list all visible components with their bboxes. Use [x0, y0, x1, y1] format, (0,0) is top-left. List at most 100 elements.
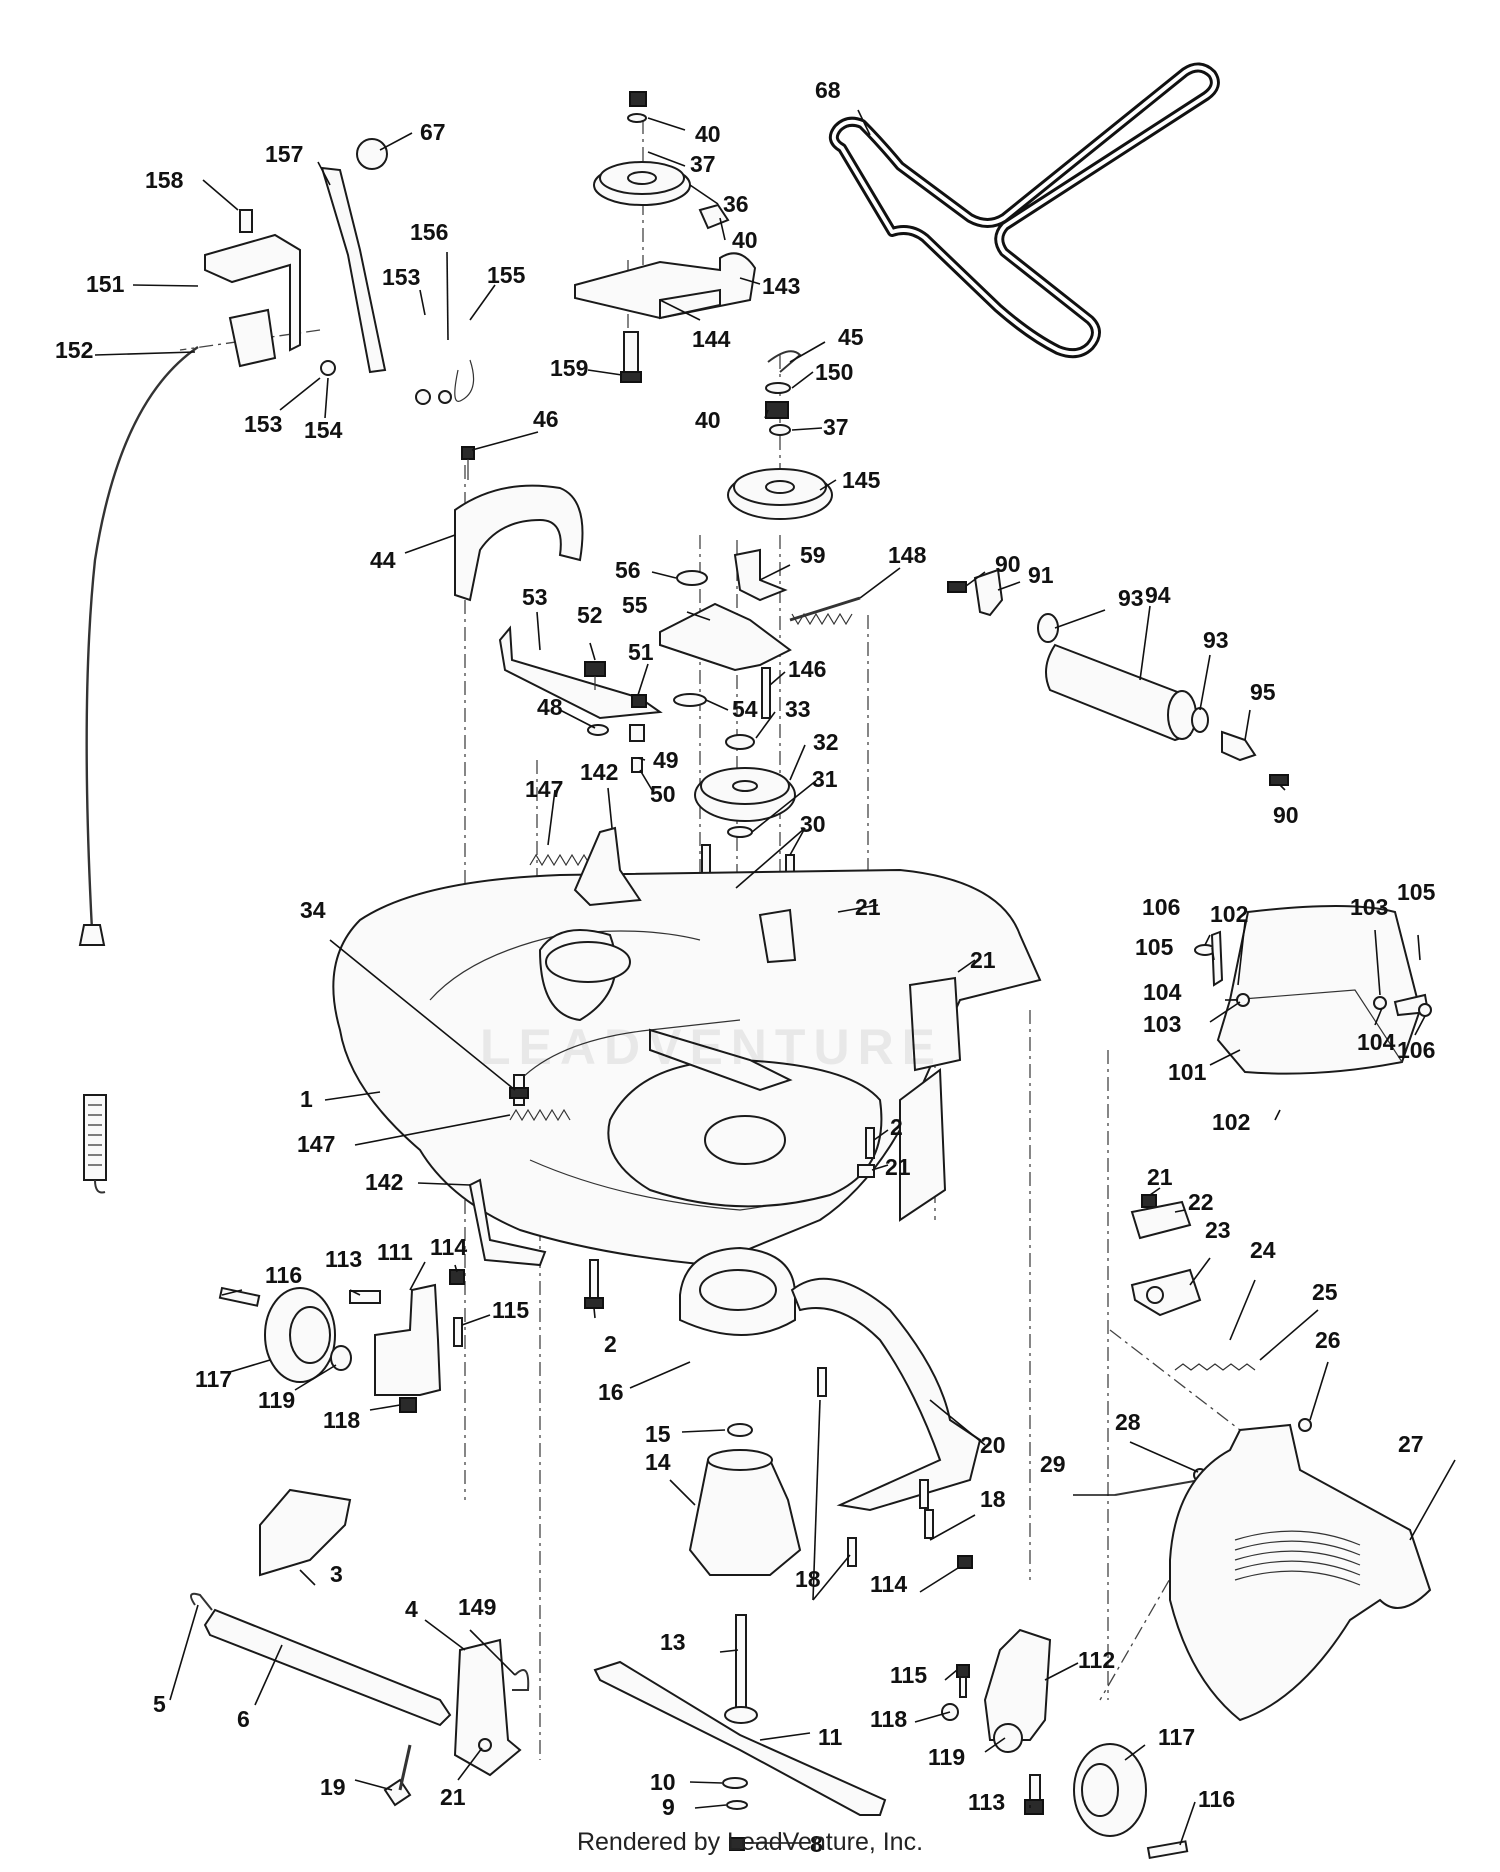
label-114-b: 114 — [870, 1571, 907, 1597]
label-34: 34 — [300, 897, 326, 923]
chute-deflector — [1114, 1194, 1432, 1722]
label-50: 50 — [650, 781, 676, 807]
label-14: 14 — [645, 1449, 671, 1475]
label-9: 9 — [662, 1794, 675, 1820]
label-48: 48 — [537, 694, 563, 720]
label-91: 91 — [1028, 562, 1054, 588]
label-18: 18 — [980, 1486, 1006, 1512]
label-112: 112 — [1078, 1647, 1115, 1673]
label-103: 103 — [1350, 894, 1388, 920]
label-118: 118 — [323, 1407, 360, 1433]
label-115: 115 — [492, 1297, 529, 1323]
label-90-b: 90 — [1273, 802, 1299, 828]
upper-idler-assembly — [574, 91, 757, 383]
label-31: 31 — [812, 766, 838, 792]
label-29: 29 — [1040, 1451, 1066, 1477]
label-147: 147 — [525, 776, 563, 802]
lift-bracket — [190, 1488, 530, 1807]
idler-arm-assembly — [498, 548, 861, 773]
label-25: 25 — [1312, 1279, 1338, 1305]
label-51: 51 — [628, 639, 654, 665]
roller-assembly — [947, 568, 1289, 786]
label-59: 59 — [800, 542, 826, 568]
label-152: 152 — [55, 337, 93, 363]
label-46: 46 — [533, 406, 559, 432]
label-45: 45 — [838, 324, 864, 350]
label-116-b: 116 — [1198, 1786, 1235, 1812]
label-36: 36 — [723, 191, 749, 217]
control-cable — [78, 346, 199, 1194]
label-15: 15 — [645, 1421, 671, 1447]
label-30: 30 — [800, 811, 826, 837]
label-90: 90 — [995, 551, 1021, 577]
label-5: 5 — [153, 1691, 166, 1717]
belt-cover — [454, 446, 584, 602]
label-18-b: 18 — [795, 1566, 821, 1592]
label-32: 32 — [813, 729, 839, 755]
label-1: 1 — [300, 1086, 313, 1112]
label-21-e: 21 — [440, 1784, 466, 1810]
label-153-b: 153 — [244, 411, 282, 437]
label-159: 159 — [550, 355, 588, 381]
label-8: 8 — [810, 1831, 823, 1857]
label-143: 143 — [762, 273, 800, 299]
label-21-c: 21 — [885, 1154, 911, 1180]
label-142: 142 — [580, 759, 618, 785]
drive-belt — [828, 62, 1220, 359]
tension-springs — [468, 826, 875, 1309]
label-40: 40 — [695, 121, 721, 147]
label-102-b: 102 — [1212, 1109, 1250, 1135]
label-21-b: 21 — [970, 947, 996, 973]
label-40-b: 40 — [732, 227, 758, 253]
label-44: 44 — [370, 547, 396, 573]
right-gauge-wheel — [941, 1628, 1189, 1860]
label-95: 95 — [1250, 679, 1276, 705]
label-68: 68 — [815, 77, 841, 103]
label-3: 3 — [330, 1561, 343, 1587]
label-111: 111 — [377, 1239, 413, 1265]
label-105: 105 — [1397, 879, 1436, 905]
label-23: 23 — [1205, 1217, 1231, 1243]
label-37: 37 — [690, 151, 716, 177]
label-113-b: 113 — [968, 1789, 1005, 1815]
label-118-b: 118 — [870, 1706, 907, 1732]
label-19: 19 — [320, 1774, 346, 1800]
label-103-b: 103 — [1143, 1011, 1181, 1037]
label-101: 101 — [1168, 1059, 1207, 1085]
label-102: 102 — [1210, 901, 1248, 927]
label-113: 113 — [325, 1246, 362, 1272]
label-93-b: 93 — [1203, 627, 1229, 653]
label-106: 106 — [1142, 894, 1180, 920]
label-11: 11 — [818, 1724, 843, 1750]
label-67: 67 — [420, 119, 446, 145]
label-153: 153 — [382, 264, 420, 290]
label-28: 28 — [1115, 1409, 1141, 1435]
left-gauge-wheel — [218, 1269, 465, 1413]
idler-pulley-stack — [727, 350, 833, 520]
label-55: 55 — [622, 592, 648, 618]
label-149: 149 — [458, 1594, 496, 1620]
label-150: 150 — [815, 359, 853, 385]
label-26: 26 — [1315, 1327, 1341, 1353]
label-54: 54 — [732, 696, 758, 722]
label-154: 154 — [304, 417, 343, 443]
label-22: 22 — [1188, 1189, 1214, 1215]
label-16: 16 — [598, 1379, 624, 1405]
label-147-b: 147 — [297, 1131, 335, 1157]
label-52: 52 — [577, 602, 603, 628]
deck-hanger — [790, 1277, 982, 1569]
label-40-c: 40 — [695, 407, 721, 433]
label-151: 151 — [86, 271, 125, 297]
label-105-b: 105 — [1135, 934, 1174, 960]
label-2-b: 2 — [604, 1331, 617, 1357]
label-104: 104 — [1143, 979, 1182, 1005]
label-158: 158 — [145, 167, 184, 193]
label-115-b: 115 — [890, 1662, 927, 1688]
cutting-blade — [593, 1660, 887, 1851]
label-116: 116 — [265, 1262, 302, 1288]
label-156: 156 — [410, 219, 448, 245]
label-56: 56 — [615, 557, 641, 583]
label-148: 148 — [888, 542, 927, 568]
footer-credit: Rendered by LeadVenture, Inc. — [576, 1828, 924, 1856]
